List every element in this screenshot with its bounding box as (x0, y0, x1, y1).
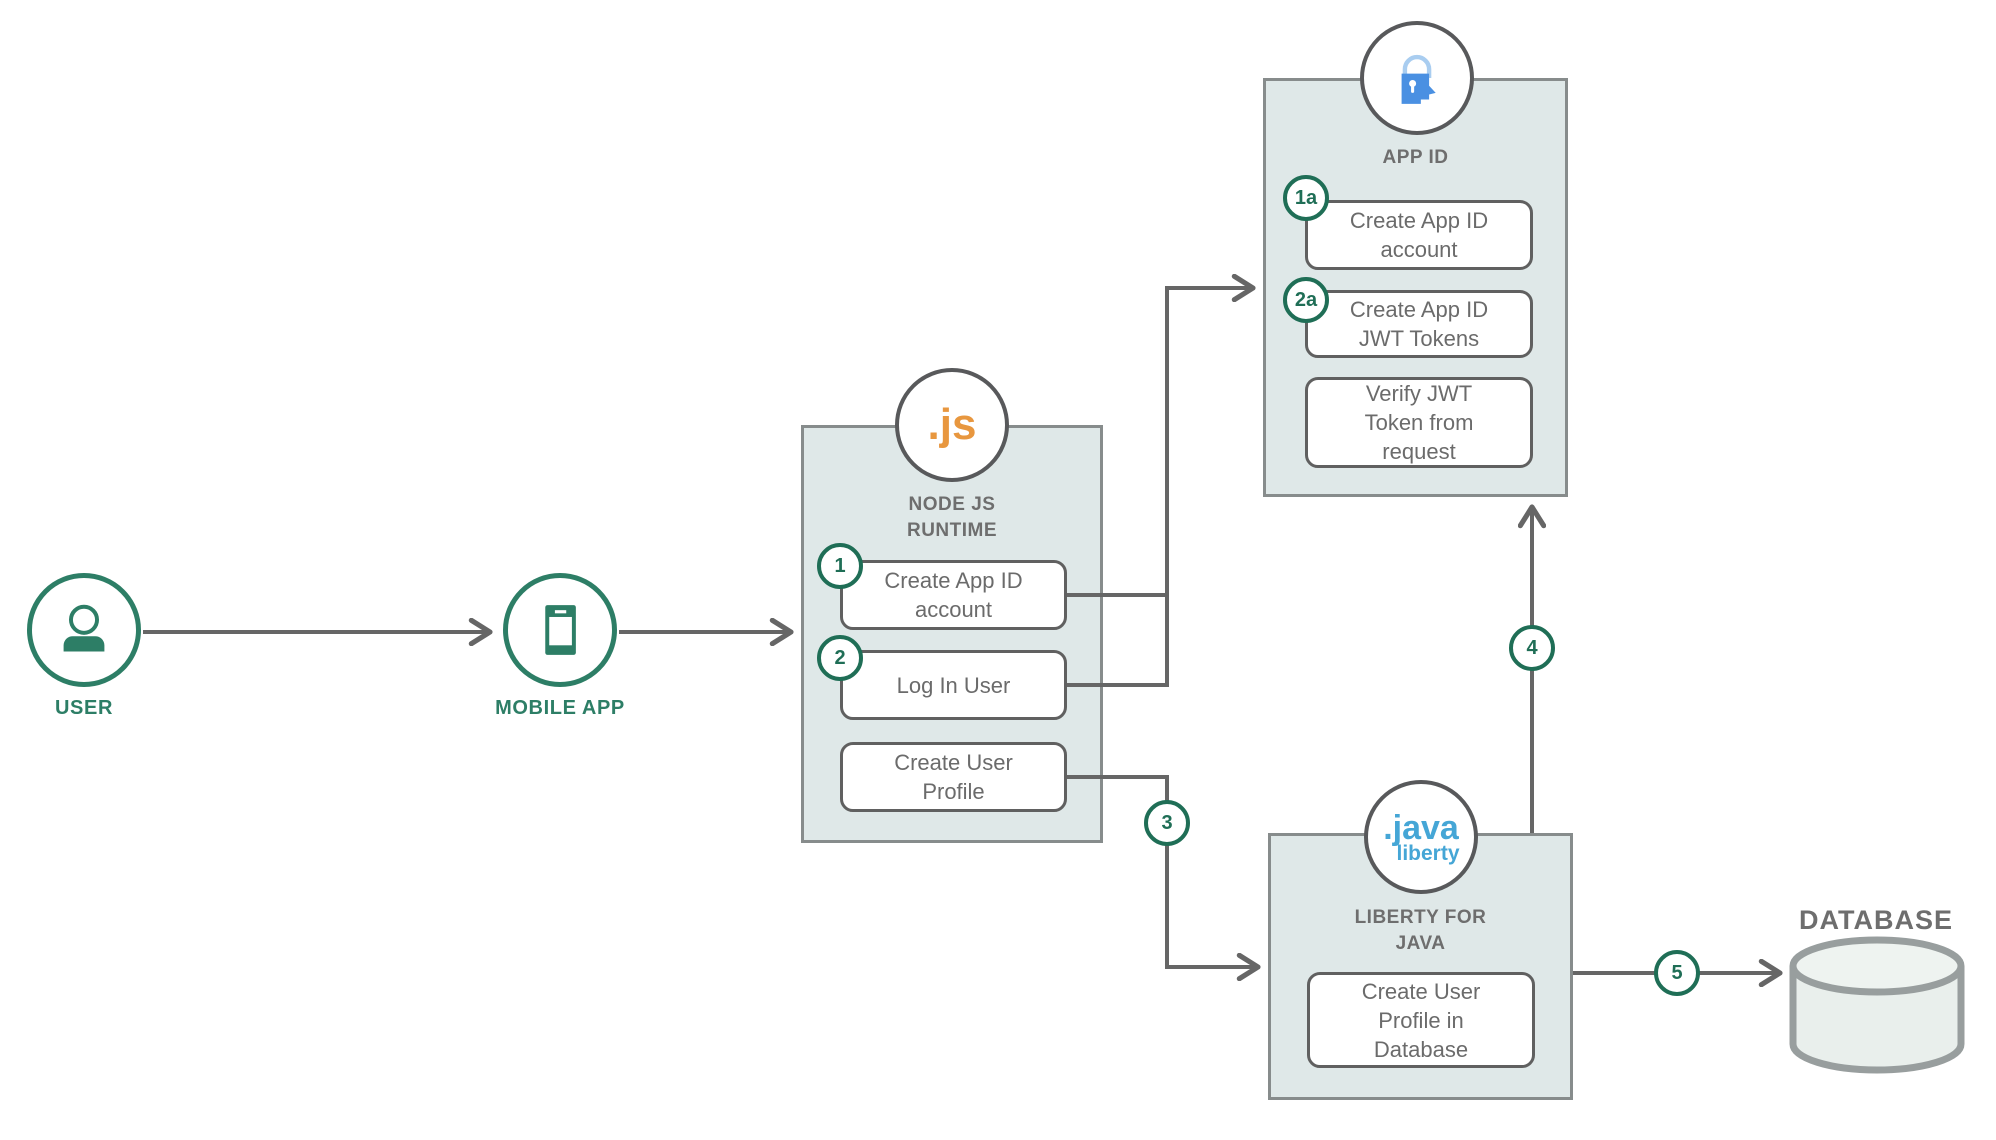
badge-5: 5 (1654, 950, 1700, 996)
nodejs-panel-title: NODE JS RUNTIME (906, 494, 998, 541)
badge-3: 3 (1144, 800, 1190, 846)
app-id-lock-icon (1401, 54, 1436, 104)
database-cylinder-icon (1789, 936, 1965, 1074)
app-id-node (1360, 21, 1474, 135)
mobile-app-node (503, 573, 617, 687)
mobile-app-label: MOBILE APP (495, 697, 625, 719)
app-id-panel-title: APP ID (1382, 147, 1449, 168)
step-appid-jwt-tokens: Create App ID JWT Tokens (1305, 290, 1533, 358)
user-node (27, 573, 141, 687)
nodejs-logo: .js (927, 400, 977, 449)
step-appid-create-account: Create App ID account (1305, 200, 1533, 270)
step-login-user: Log In User (840, 650, 1067, 720)
java-logo-text: .java (1383, 808, 1459, 847)
step-appid-verify-jwt: Verify JWT Token from request (1305, 377, 1533, 468)
badge-2: 2 (817, 635, 863, 681)
step-create-profile-in-db: Create User Profile in Database (1307, 972, 1535, 1068)
liberty-panel-title: LIBERTY FOR JAVA (1354, 907, 1487, 954)
badge-2a: 2a (1283, 277, 1329, 323)
badge-1: 1 (817, 543, 863, 589)
step-create-appid-account: Create App ID account (840, 560, 1067, 630)
liberty-logo-text: liberty (1396, 841, 1460, 865)
person-icon (63, 604, 105, 652)
arrow-step2-to-appid (1067, 288, 1253, 687)
smartphone-icon (545, 605, 576, 655)
java-liberty-logo: .java liberty (1382, 811, 1459, 864)
user-label: USER (55, 697, 113, 719)
step-create-user-profile: Create User Profile (840, 742, 1067, 812)
nodejs-node: .js (895, 368, 1009, 482)
liberty-java-node: .java liberty (1364, 780, 1478, 894)
arrow-step3-to-liberty (1067, 775, 1258, 967)
database-label: DATABASE (1799, 905, 1953, 935)
badge-1a: 1a (1283, 175, 1329, 221)
badge-4: 4 (1509, 625, 1555, 671)
